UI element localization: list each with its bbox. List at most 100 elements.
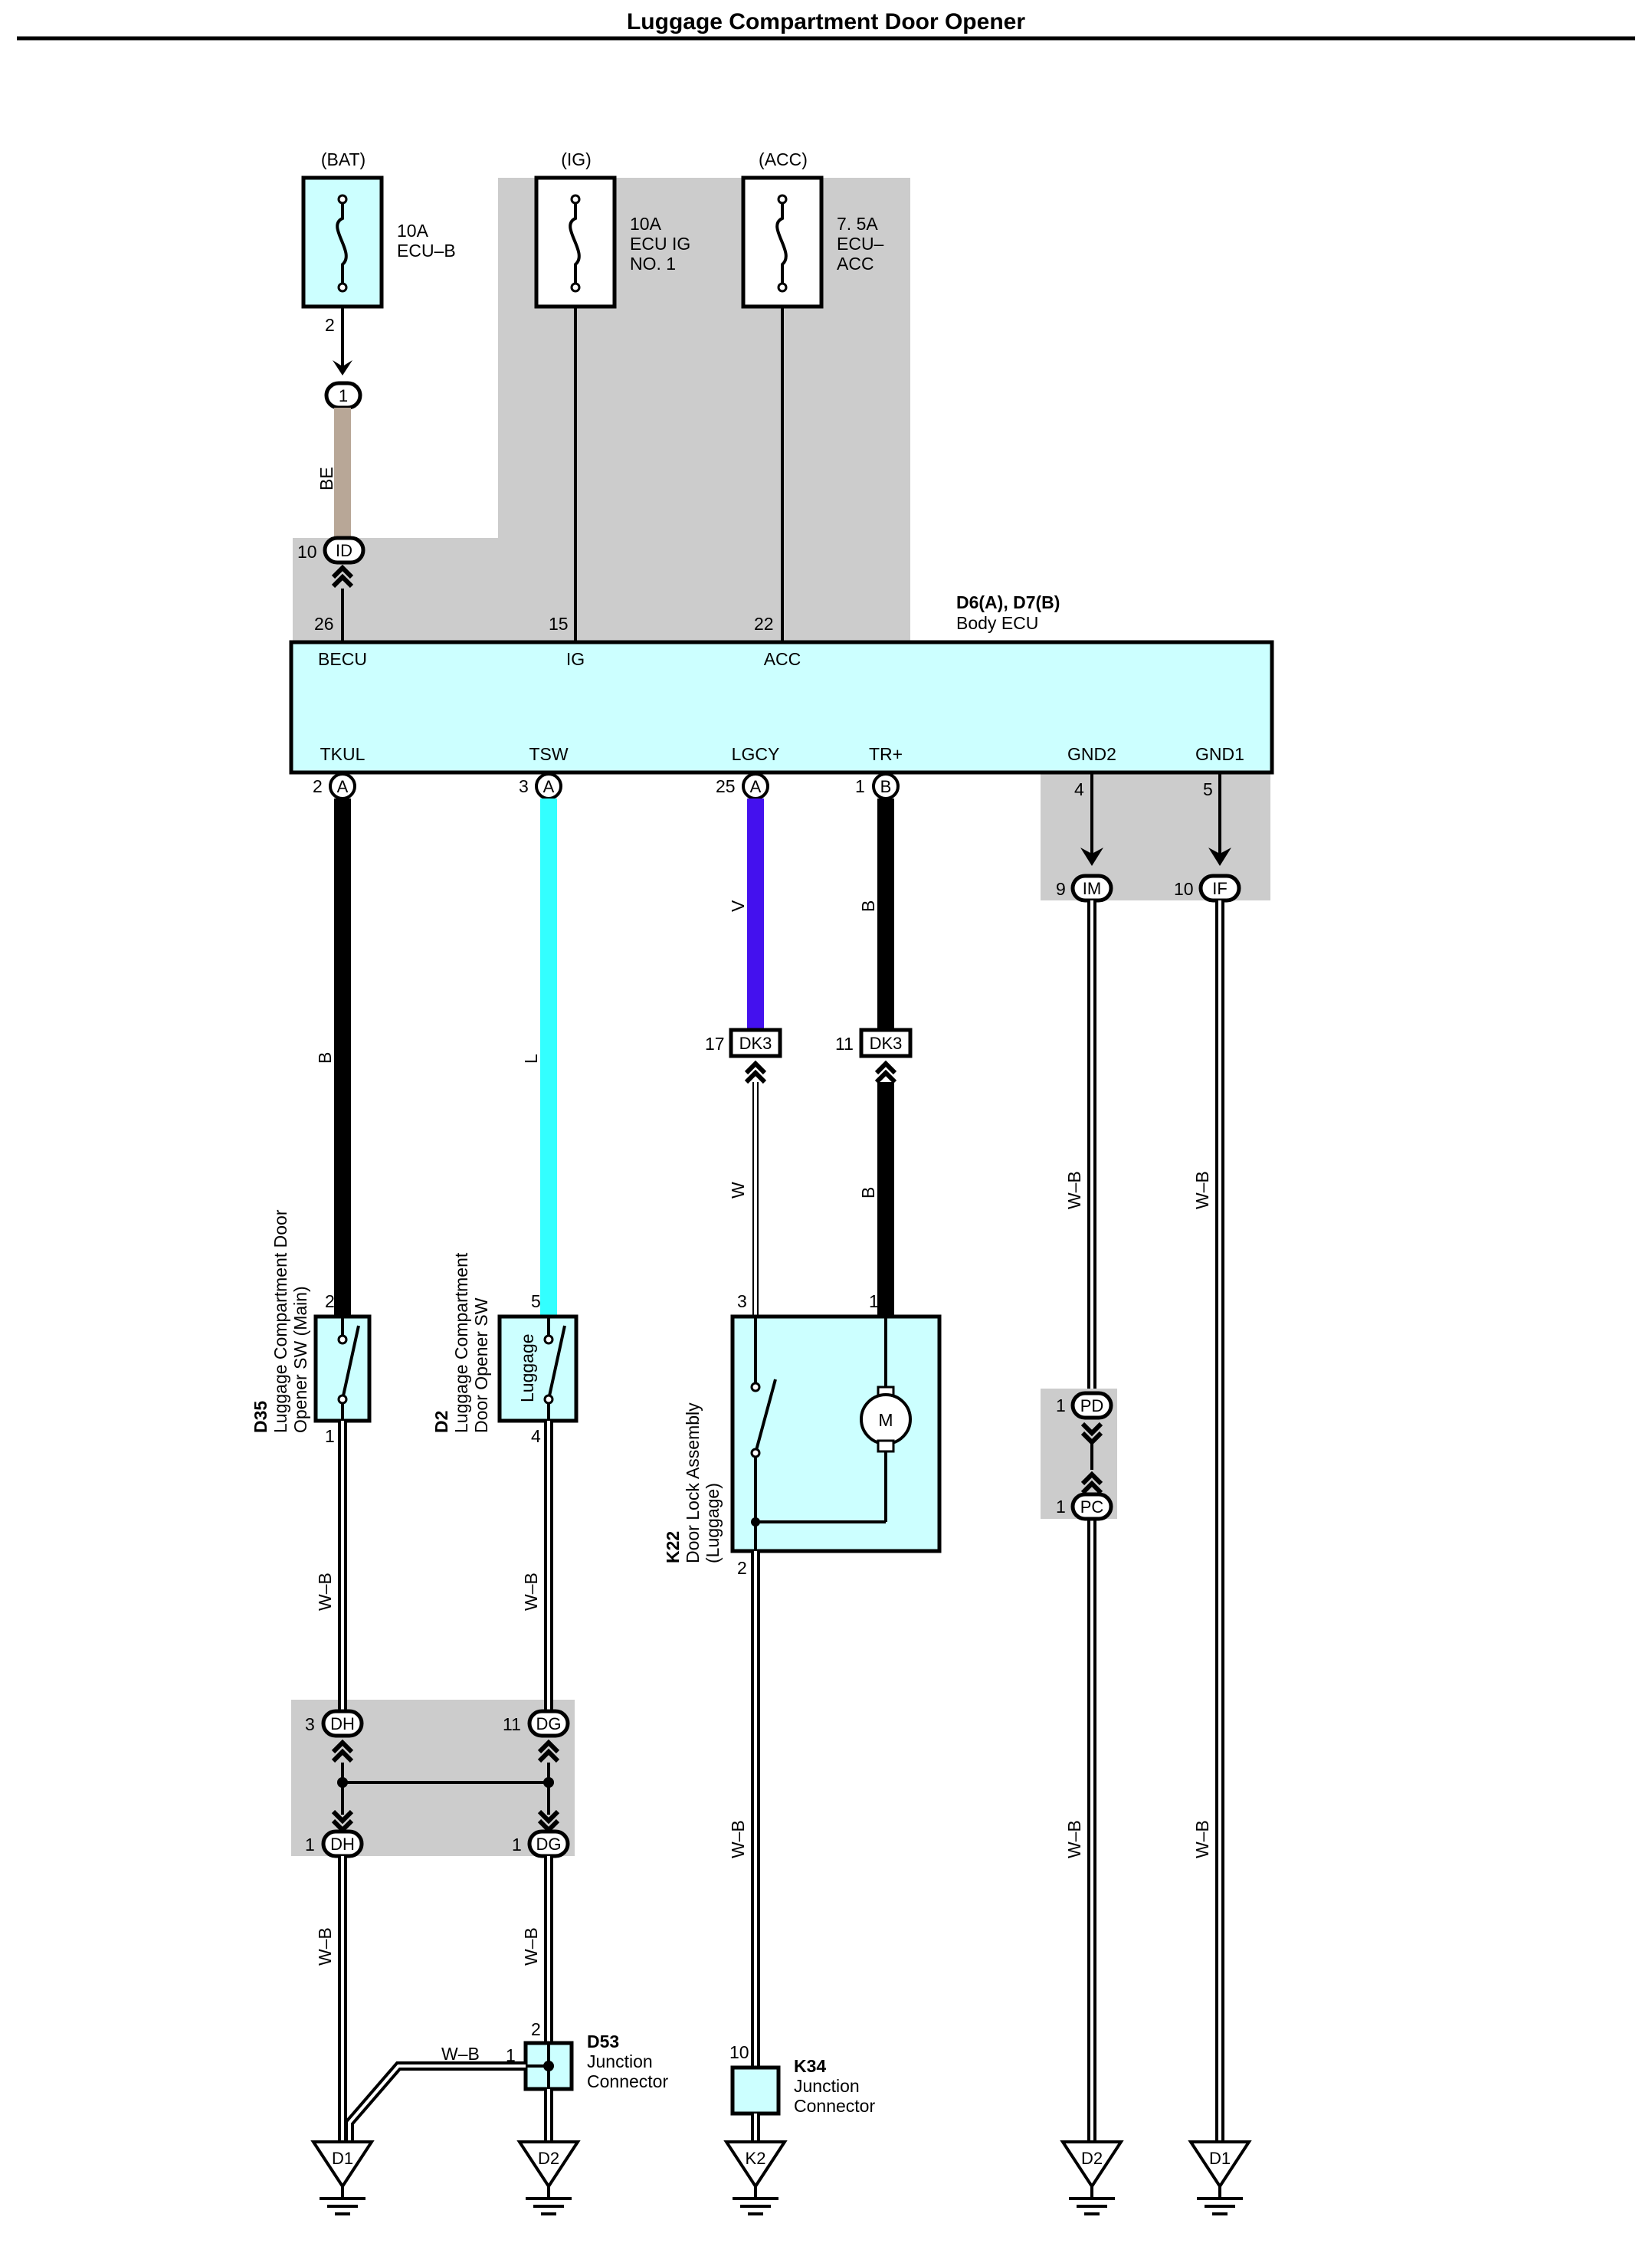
ground-d1-left: D1: [312, 2140, 373, 2215]
wire-wb-label: W–B: [1192, 1820, 1212, 1858]
body-ecu-name: Body ECU: [956, 613, 1038, 633]
pin-connector: A: [543, 777, 555, 796]
ground-d1-right: D1: [1189, 2140, 1250, 2215]
body-ecu-box: [289, 640, 1274, 775]
d53-pin-2: 2: [531, 2019, 541, 2039]
ground-label: K2: [746, 2149, 766, 2168]
connector-pc-pin: 1: [1056, 1497, 1066, 1517]
connector-dk3-b: [859, 1028, 913, 1058]
fuse-icon: [336, 199, 348, 287]
d2-code: D2: [431, 1411, 451, 1433]
k22-motor: M: [878, 1410, 893, 1430]
chevron-up-icon: [877, 1064, 895, 1082]
connector-id-pin: 10: [297, 542, 317, 562]
pin-connector: A: [750, 777, 762, 796]
fuse-ig: (IG) 10A ECU IG NO. 1: [534, 149, 690, 309]
d2-name2: Door Opener SW: [471, 1297, 491, 1433]
d53-name1: Junction: [587, 2051, 653, 2071]
fuse-acc-name2: ACC: [837, 254, 874, 274]
ground-label: D1: [1209, 2149, 1231, 2168]
wire-wb-label: W–B: [1064, 1820, 1084, 1858]
fuse-ig-name: ECU IG: [630, 234, 690, 254]
k22-code: K22: [663, 1531, 683, 1563]
pin-number: 2: [313, 776, 323, 796]
d35-pin-bottom: 1: [325, 1426, 335, 1446]
pin-number: 5: [1203, 779, 1213, 799]
connector-pd-id: PD: [1080, 1396, 1104, 1415]
wire-b-label: B: [858, 900, 878, 912]
k22-pin-2: 2: [737, 1558, 747, 1578]
d35-pin-top: 2: [325, 1291, 335, 1311]
switch-icon: [754, 1379, 777, 1454]
ground-k2: K2: [725, 2140, 786, 2215]
connector-dk3-a: [729, 1028, 782, 1058]
connector-dh-3-pin: 3: [305, 1714, 315, 1734]
wire-l-label: L: [521, 1054, 541, 1064]
body-ecu-code: D6(A), D7(B): [956, 592, 1060, 612]
wire-wb-d53-diagonal: [345, 2061, 526, 2142]
connector-dk3-a-pin: 17: [705, 1034, 725, 1054]
junction-k34: 10 K34 Junction Connector: [729, 2042, 875, 2116]
junction-dot: [337, 1777, 348, 1788]
fuse-bat-pin: 2: [325, 315, 335, 335]
fuse-icon: [569, 199, 581, 287]
d2-inner-label: Luggage: [517, 1333, 537, 1402]
d35-name1: Luggage Compartment Door: [270, 1209, 290, 1433]
d35-code: D35: [251, 1401, 270, 1433]
connector-im-pin: 9: [1056, 879, 1066, 899]
k22-pin-3: 3: [737, 1291, 747, 1311]
connector-dg-1-pin: 1: [512, 1835, 522, 1855]
connector-dk3-b-id: DK3: [870, 1034, 903, 1053]
fuse-ig-source: (IG): [561, 149, 592, 169]
wire-b-label: B: [315, 1052, 335, 1064]
fuse-bat-rating: 10A: [397, 221, 429, 241]
ecu-bottom-pin-lgcy: 25 A: [716, 772, 769, 800]
wire-wb-label: W–B: [521, 1927, 541, 1966]
ecu-pin-label: TSW: [529, 744, 568, 764]
connector-pd-pin: 1: [1056, 1395, 1066, 1415]
arrow-down: [333, 360, 352, 376]
wire-wb-label: W–B: [315, 1573, 335, 1611]
k22-name2: (Luggage): [703, 1483, 723, 1563]
fuse-ig-name2: NO. 1: [630, 254, 676, 274]
switch-icon: [547, 1325, 566, 1400]
d35-name2: Opener SW (Main): [290, 1286, 310, 1433]
pin-number: 3: [519, 776, 529, 796]
connector-dk3-b-pin: 11: [835, 1034, 854, 1054]
wire-wb-label: W–B: [315, 1927, 335, 1966]
k34-code: K34: [794, 2056, 826, 2076]
d2-name1: Luggage Compartment: [451, 1252, 471, 1433]
ecu-pin-num: 22: [754, 614, 774, 634]
connector-dh-3: [321, 1709, 364, 1738]
ecu-bottom-pin-tsw: 3 A: [519, 772, 562, 800]
ecu-pin-num: 26: [314, 614, 334, 634]
connector-pd: [1070, 1391, 1113, 1420]
junction-d53: 2 1 D53 Junction Connector: [506, 2019, 668, 2091]
pin-number: 4: [1074, 779, 1084, 799]
switch-d2: 5 Luggage 4 D2 Luggage Compartment Door …: [431, 1252, 579, 1446]
switch-icon: [341, 1325, 360, 1400]
pin-number: 25: [716, 776, 736, 796]
connector-pc-id: PC: [1080, 1497, 1104, 1517]
wire-wb-label: W–B: [728, 1820, 748, 1858]
ecu-bottom-pin-tkul: 2 A: [313, 772, 356, 800]
page-title: Luggage Compartment Door Opener: [627, 9, 1025, 34]
connector-pc: [1070, 1492, 1113, 1521]
connector-id-id: ID: [336, 541, 352, 560]
ecu-pin-label: GND1: [1195, 744, 1244, 764]
ecu-pin-label: TKUL: [320, 744, 365, 764]
connector-im-id: IM: [1083, 879, 1101, 898]
ecu-pin-label: ACC: [764, 649, 801, 669]
junction-dot: [543, 1777, 554, 1788]
k22-pin-1: 1: [869, 1291, 879, 1311]
connector-if-pin: 10: [1174, 879, 1194, 899]
ground-label: D2: [538, 2149, 559, 2168]
fuse-bat-name: ECU–B: [397, 241, 456, 261]
k22-name1: Door Lock Assembly: [683, 1402, 703, 1563]
fuse-acc-source: (ACC): [759, 149, 808, 169]
fuse-acc-name: ECU–: [837, 234, 884, 254]
arrow-down: [1208, 848, 1231, 866]
ground-d2-right: D2: [1061, 2140, 1123, 2215]
ecu-pin-label: LGCY: [732, 744, 780, 764]
